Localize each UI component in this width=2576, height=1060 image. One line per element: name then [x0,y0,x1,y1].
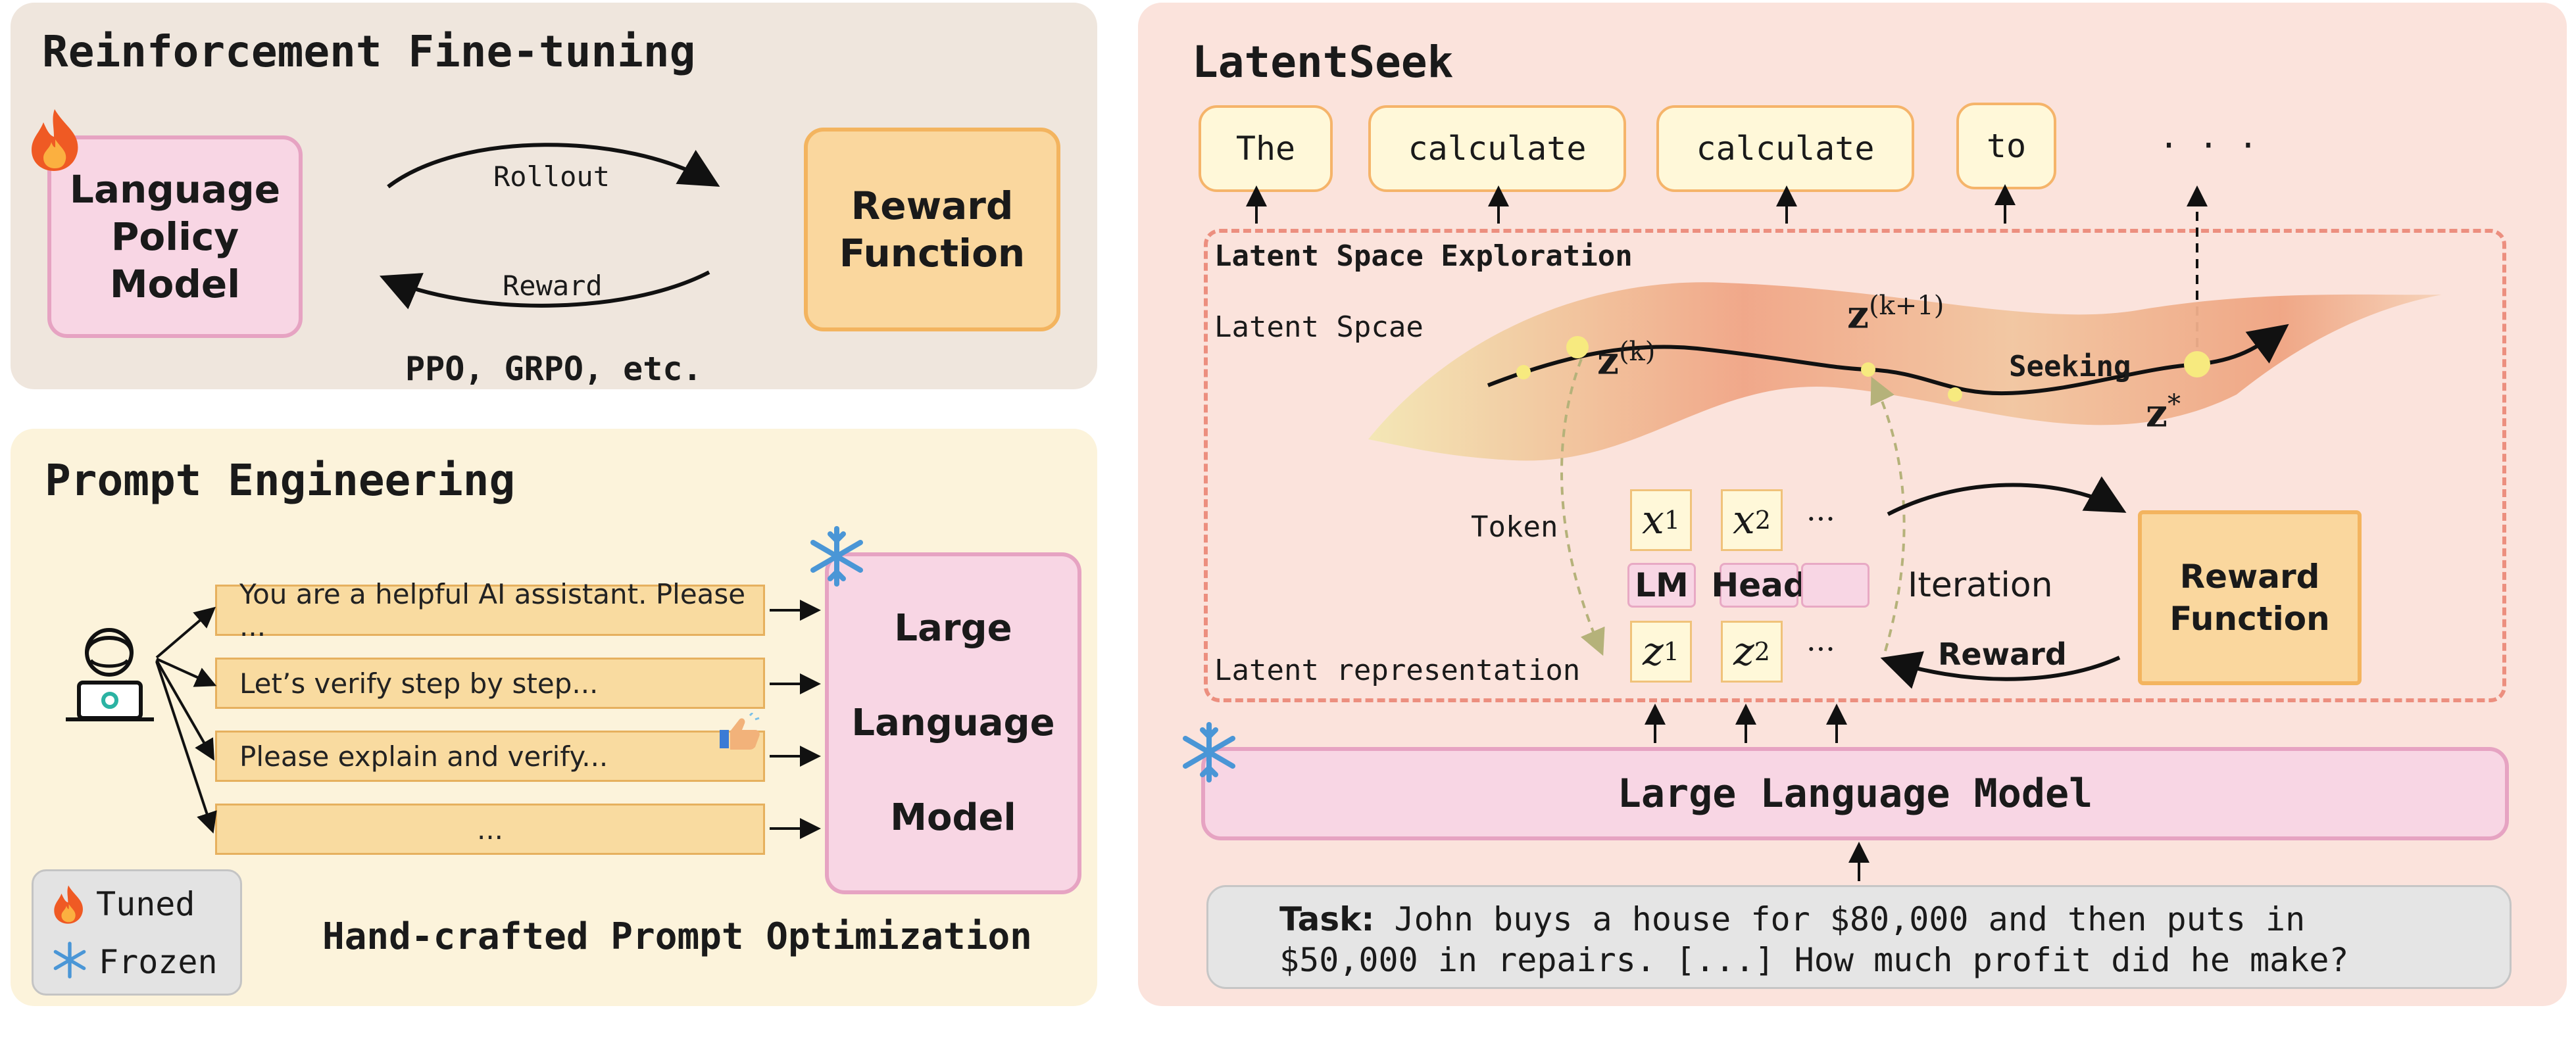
z2-sub: 2 [1754,637,1770,666]
latent-space-label: Latent Spcae [1214,310,1424,344]
z-k-sup: (k) [1618,337,1656,367]
pe-llm-box: Large Language Model [825,552,1081,894]
ls-reward-function-box: Reward Function [2138,510,2362,685]
rft-methods: PPO, GRPO, etc. [405,350,703,388]
prompt-4: ... [215,804,765,855]
seeking-label: Seeking [2009,350,2131,383]
z-star-sup: * [2167,389,2181,420]
token-the: The [1199,105,1333,192]
task-text1: John buys a house for $80,000 and then p… [1374,900,2306,938]
z1-base: z [1643,629,1664,675]
legend-fire-icon [50,884,87,927]
pe-title: Prompt Engineering [45,455,516,506]
z-star-label: z* [2146,389,2181,435]
user-laptop-icon [61,621,159,726]
ls-snowflake-icon [1176,719,1242,788]
reward-function-box: Reward Function [804,128,1060,331]
task-label: Task: [1279,900,1375,938]
rollout-label: Rollout [493,160,610,193]
latent-ellipsis: ··· [1806,631,1835,667]
legend-tuned: Tuned [96,885,195,923]
reward-function-line2: Function [839,231,1026,276]
legend-frozen: Frozen [99,943,218,981]
token-calculate-2: calculate [1656,105,1914,192]
fire-icon [25,107,84,175]
prompt-1: You are a helpful AI assistant. Please .… [215,578,765,642]
z-k1-sup: (k+1) [1868,291,1944,321]
x2-sub: 2 [1754,506,1771,535]
z-k-label: z(k) [1597,337,1655,383]
task-line2: $50,000 in repairs. [...] How much profi… [1279,941,2349,979]
x2-base: x [1732,497,1755,543]
z2-base: z [1733,629,1754,675]
pe-llm-line2: Language [851,702,1055,744]
pe-llm-line1: Large [894,607,1012,650]
z-k1-label: z(k+1) [1847,291,1944,337]
z-k-base: z [1597,338,1619,383]
legend-box [32,869,242,996]
pe-caption: Hand-crafted Prompt Optimization [322,915,1032,958]
exploration-title: Latent Space Exploration [1214,239,1633,273]
token-calculate-1: calculate [1368,105,1626,192]
token-ellipsis: · · · [2159,126,2258,164]
token-ellipsis-x: ··· [1806,501,1835,537]
pe-llm-line3: Model [890,796,1016,839]
prompt-2: Let’s verify step by step... [215,658,765,709]
x1-base: x [1641,497,1664,543]
latent-repr-label: Latent representation [1214,654,1581,687]
thumbs-up-icon [717,711,763,755]
ls-reward-function-line2: Function [2169,600,2330,638]
lm-head-lm: LM [1627,563,1696,608]
token-label: Token [1471,510,1558,544]
reward-arrow-label: Reward [503,270,603,302]
ls-llm-box: Large Language Model [1201,747,2509,840]
ls-reward-function-line1: Reward [2179,558,2320,596]
snowflake-icon [804,523,870,592]
ls-title: LatentSeek [1192,37,1454,87]
prompt-3: Please explain and verify... [215,731,765,782]
z1-sub: 1 [1663,637,1679,666]
lm-head-extra [1801,563,1870,608]
exploration-box [1204,229,2506,702]
legend-snowflake-icon [50,940,89,982]
task-line1: Task: John buys a house for $80,000 and … [1279,899,2510,940]
lm-head-head: Head [1711,563,1807,608]
policy-model-line3: Model [109,262,241,306]
policy-model-line2: Policy [111,214,239,259]
z-k1-base: z [1847,292,1869,337]
policy-model-line1: Language [69,167,281,212]
ls-reward-label: Reward [1938,637,2067,672]
x1-sub: 1 [1664,506,1681,535]
reward-function-line1: Reward [851,183,1014,228]
task-box: Task: John buys a house for $80,000 and … [1206,885,2512,989]
token-to: to [1956,103,2056,189]
rft-title: Reinforcement Fine-tuning [42,26,696,77]
policy-model-box: Language Policy Model [47,135,303,338]
z-star-base: z [2146,391,2167,436]
iteration-label: Iteration [1908,566,2053,605]
